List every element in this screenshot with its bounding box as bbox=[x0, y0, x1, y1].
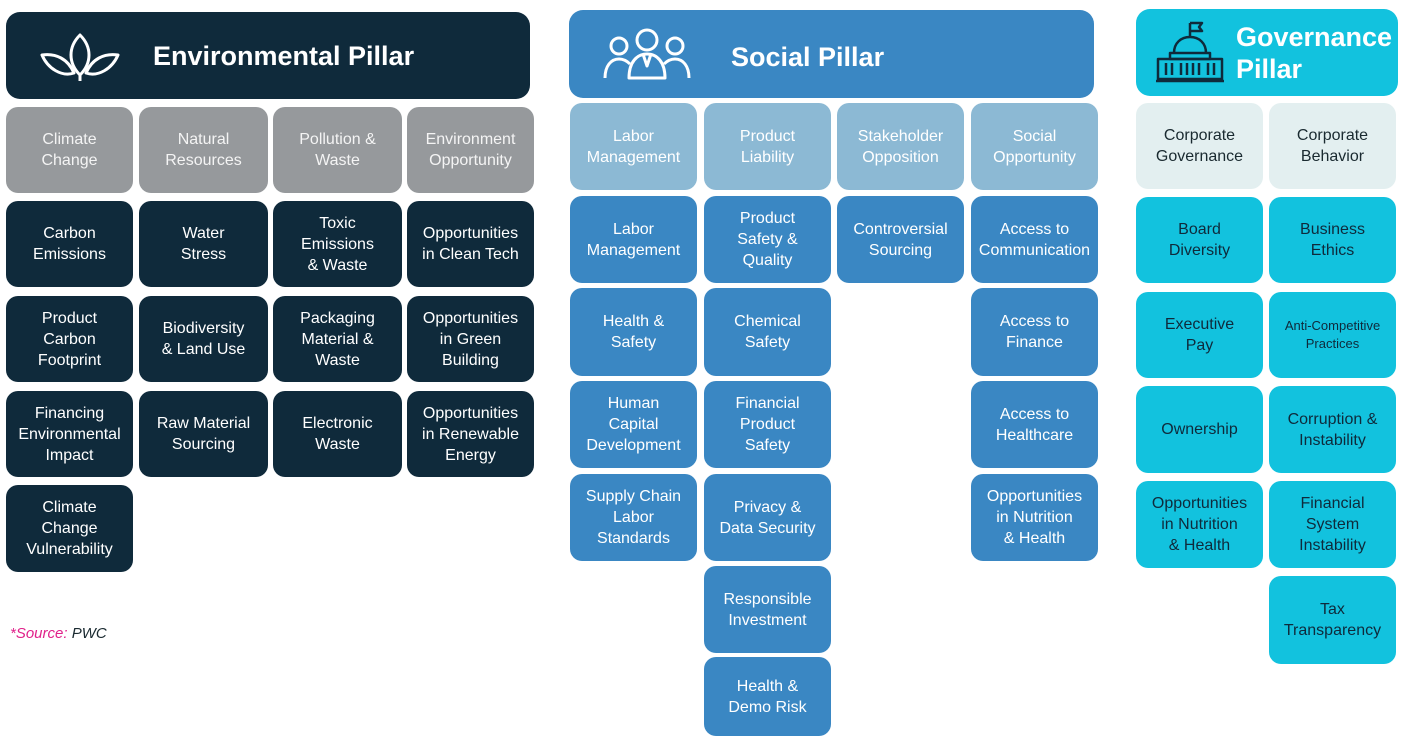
social-item-opportunities-nutrition-health: Opportunities in Nutrition & Health bbox=[971, 474, 1098, 561]
env-item-opportunities-renewable-energy: Opportunities in Renewable Energy bbox=[407, 391, 534, 477]
leaf-icon bbox=[40, 33, 120, 81]
category-stakeholder-opposition: Stakeholder Opposition bbox=[837, 103, 964, 190]
social-item-controversial-sourcing: Controversial Sourcing bbox=[837, 196, 964, 283]
category-corporate-governance: Corporate Governance bbox=[1136, 103, 1263, 189]
gov-item-tax-transparency: Tax Transparency bbox=[1269, 576, 1396, 664]
social-item-labor-management: Labor Management bbox=[570, 196, 697, 283]
social-item-human-capital-development: Human Capital Development bbox=[570, 381, 697, 468]
social-pillar-header: Social Pillar bbox=[569, 10, 1094, 98]
gov-item-opportunities-nutrition-health: Opportunities in Nutrition & Health bbox=[1136, 481, 1263, 568]
governance-pillar-title: Governance Pillar bbox=[1236, 22, 1393, 84]
social-item-chemical-safety: Chemical Safety bbox=[704, 288, 831, 376]
gov-item-ownership: Ownership bbox=[1136, 386, 1263, 473]
env-item-carbon-emissions: Carbon Emissions bbox=[6, 201, 133, 287]
social-item-health-safety: Health & Safety bbox=[570, 288, 697, 376]
social-item-access-to-finance: Access to Finance bbox=[971, 288, 1098, 376]
social-item-supply-chain-labor-standards: Supply Chain Labor Standards bbox=[570, 474, 697, 561]
source-value: PWC bbox=[71, 625, 107, 642]
government-building-icon bbox=[1156, 21, 1224, 83]
social-item-access-to-communication: Access to Communication bbox=[971, 196, 1098, 283]
gov-item-executive-pay: Executive Pay bbox=[1136, 292, 1263, 378]
gov-item-corruption-instability: Corruption & Instability bbox=[1269, 386, 1396, 473]
social-item-responsible-investment: Responsible Investment bbox=[704, 566, 831, 653]
environmental-pillar-title: Environmental Pillar bbox=[153, 41, 415, 71]
env-item-opportunities-green-building: Opportunities in Green Building bbox=[407, 296, 534, 382]
people-icon bbox=[603, 28, 691, 80]
gov-item-anti-competitive-practices: Anti-Competitive Practices bbox=[1269, 292, 1396, 378]
category-product-liability: Product Liability bbox=[704, 103, 831, 190]
env-item-electronic-waste: Electronic Waste bbox=[273, 391, 402, 477]
env-item-biodiversity-land-use: Biodiversity & Land Use bbox=[139, 296, 268, 382]
env-item-toxic-emissions-waste: Toxic Emissions & Waste bbox=[273, 201, 402, 287]
category-labor-management: Labor Management bbox=[570, 103, 697, 190]
governance-pillar-header: Governance Pillar bbox=[1136, 9, 1398, 96]
env-item-water-stress: Water Stress bbox=[139, 201, 268, 287]
social-item-product-safety-quality: Product Safety & Quality bbox=[704, 196, 831, 283]
category-climate-change: Climate Change bbox=[6, 107, 133, 193]
gov-item-financial-system-instability: Financial System Instability bbox=[1269, 481, 1396, 568]
gov-item-board-diversity: Board Diversity bbox=[1136, 197, 1263, 283]
env-item-financing-environmental-impact: Financing Environmental Impact bbox=[6, 391, 133, 477]
env-item-raw-material-sourcing: Raw Material Sourcing bbox=[139, 391, 268, 477]
category-natural-resources: Natural Resources bbox=[139, 107, 268, 193]
social-item-access-to-healthcare: Access to Healthcare bbox=[971, 381, 1098, 468]
env-item-opportunities-clean-tech: Opportunities in Clean Tech bbox=[407, 201, 534, 287]
social-item-privacy-data-security: Privacy & Data Security bbox=[704, 474, 831, 561]
category-pollution-waste: Pollution & Waste bbox=[273, 107, 402, 193]
env-item-packaging-material-waste: Packaging Material & Waste bbox=[273, 296, 402, 382]
source-label: *Source: bbox=[10, 625, 68, 642]
social-item-health-demo-risk: Health & Demo Risk bbox=[704, 657, 831, 736]
social-pillar-title: Social Pillar bbox=[731, 42, 885, 72]
category-environment-opportunity: Environment Opportunity bbox=[407, 107, 534, 193]
gov-item-business-ethics: Business Ethics bbox=[1269, 197, 1396, 283]
env-item-climate-change-vulnerability: Climate Change Vulnerability bbox=[6, 485, 133, 572]
environmental-pillar-header: Environmental Pillar bbox=[6, 12, 530, 99]
social-item-financial-product-safety: Financial Product Safety bbox=[704, 381, 831, 468]
env-item-product-carbon-footprint: Product Carbon Footprint bbox=[6, 296, 133, 382]
source-note: *Source: PWC bbox=[10, 625, 107, 642]
category-social-opportunity: Social Opportunity bbox=[971, 103, 1098, 190]
category-corporate-behavior: Corporate Behavior bbox=[1269, 103, 1396, 189]
